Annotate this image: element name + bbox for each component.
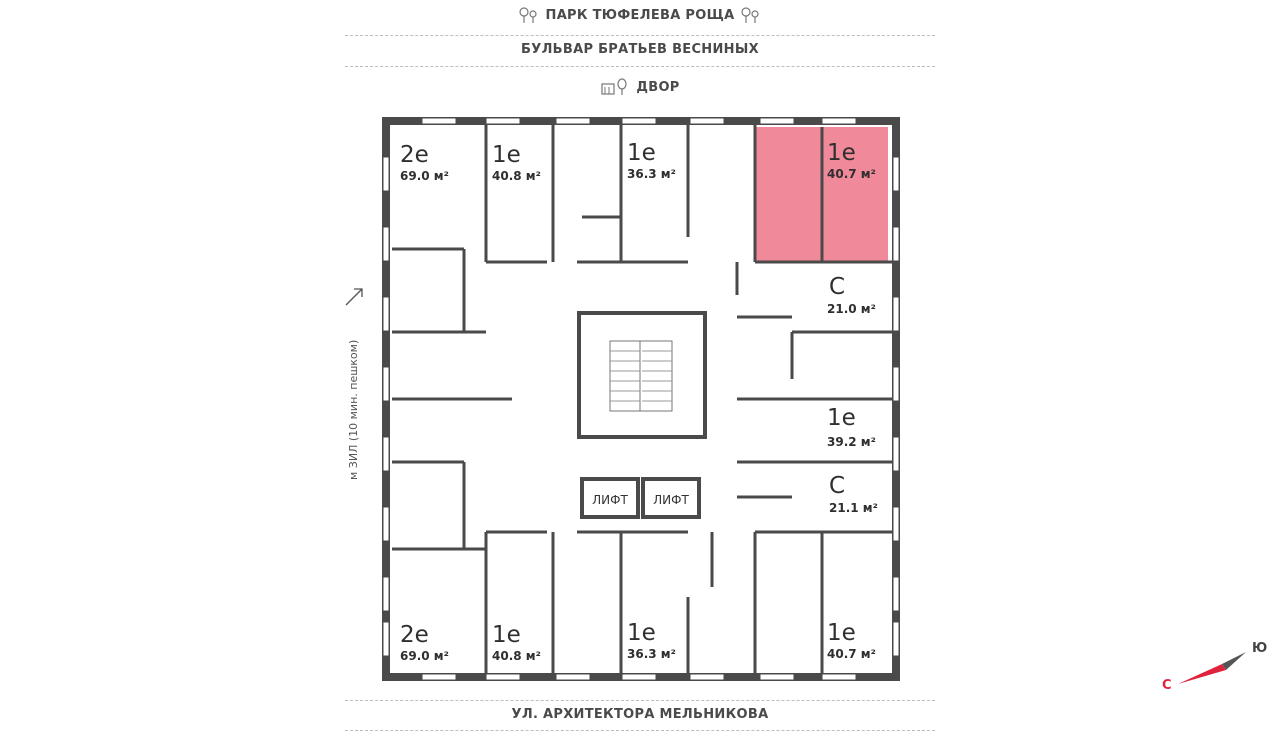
apartment-top-4[interactable]: 1е 40.7 м²	[827, 140, 876, 181]
apartment-bottom-4[interactable]: 1е 40.7 м²	[827, 620, 876, 661]
bottom-street-label: УЛ. АРХИТЕКТОРА МЕЛЬНИКОВА	[511, 707, 769, 722]
playground-icon	[600, 78, 630, 96]
park-name: ПАРК ТЮФЕЛЕВА РОЩА	[545, 7, 735, 23]
compass-needle-icon	[1178, 652, 1246, 684]
lift-label: ЛИФТ	[592, 493, 628, 507]
lift-label: ЛИФТ	[653, 493, 689, 507]
apartment-bottom-3[interactable]: 1е 36.3 м²	[627, 620, 676, 661]
stairwell	[577, 311, 707, 439]
divider	[345, 66, 935, 67]
apartment-area: 21.0 м²	[827, 302, 876, 316]
apartment-right-3[interactable]: С 21.1 м²	[829, 473, 878, 515]
tree-icon	[518, 6, 540, 24]
apartment-bottom-2[interactable]: 1е 40.8 м²	[492, 622, 541, 663]
apartment-top-1[interactable]: 2е 69.0 м²	[400, 142, 449, 183]
compass-north: С	[1162, 678, 1172, 693]
yard-name: ДВОР	[636, 79, 680, 95]
tree-icon	[740, 6, 762, 24]
apartment-area: 36.3 м²	[627, 647, 676, 661]
divider	[345, 730, 935, 731]
apartment-type: 1е	[627, 140, 656, 166]
apartment-area: 39.2 м²	[827, 435, 876, 449]
apartment-type: 1е	[827, 620, 856, 646]
apartment-area: 36.3 м²	[627, 167, 676, 181]
apartment-type: 2е	[400, 142, 429, 168]
interior-walls	[392, 125, 892, 673]
lift-right: ЛИФТ	[641, 477, 701, 519]
apartment-area: 40.7 м²	[827, 647, 876, 661]
apartment-area: 40.7 м²	[827, 167, 876, 181]
compass-south: Ю	[1252, 641, 1268, 656]
metro-label: м ЗИЛ (10 мин. пешком)	[347, 339, 360, 480]
apartment-area: 69.0 м²	[400, 649, 449, 663]
apartment-top-3[interactable]: 1е 36.3 м²	[627, 140, 676, 181]
windows	[382, 117, 900, 681]
compass: С Ю	[1160, 640, 1275, 700]
apartment-type: 1е	[492, 142, 521, 168]
apartment-type: 1е	[492, 622, 521, 648]
apartment-type: С	[829, 473, 845, 499]
apartment-bottom-1[interactable]: 2е 69.0 м²	[400, 622, 449, 663]
metro-direction: м ЗИЛ (10 мин. пешком)	[330, 288, 380, 490]
arrow-up-right-icon	[345, 288, 363, 306]
apartment-right-2[interactable]: 1е 39.2 м²	[827, 405, 876, 449]
apartment-type: 2е	[400, 622, 429, 648]
park-label: ПАРК ТЮФЕЛЕВА РОЩА	[345, 6, 935, 24]
apartment-area: 40.8 м²	[492, 169, 541, 183]
yard-label: ДВОР	[345, 78, 935, 96]
apartment-type: С	[829, 274, 845, 300]
floor-plan: ЛИФТ ЛИФТ 2е 69.0 м² 1е 40.8 м² 1е 36.3 …	[382, 117, 900, 681]
divider	[345, 700, 935, 701]
lift-left: ЛИФТ	[580, 477, 640, 519]
apartment-area: 69.0 м²	[400, 169, 449, 183]
apartment-top-2[interactable]: 1е 40.8 м²	[492, 142, 541, 183]
apartment-type: 1е	[627, 620, 656, 646]
apartment-type: 1е	[827, 405, 856, 431]
apartment-area: 21.1 м²	[829, 501, 878, 515]
apartment-right-1[interactable]: С 21.0 м²	[827, 274, 876, 316]
apartment-area: 40.8 м²	[492, 649, 541, 663]
divider	[345, 35, 935, 36]
boulevard-label: БУЛЬВАР БРАТЬЕВ ВЕСНИНЫХ	[521, 42, 759, 57]
apartment-type: 1е	[827, 140, 856, 166]
